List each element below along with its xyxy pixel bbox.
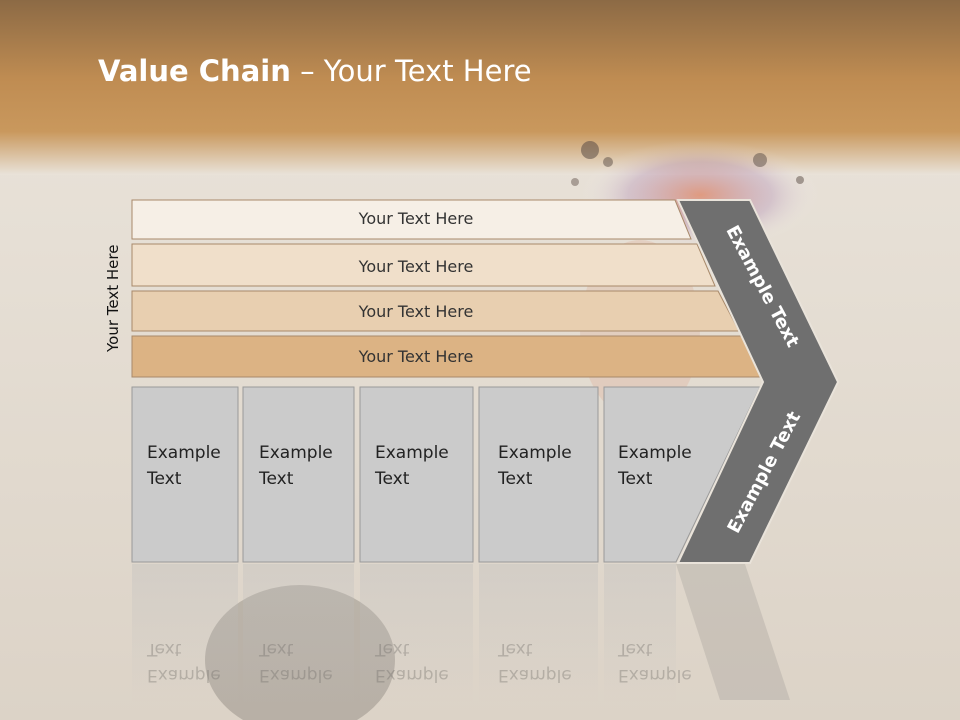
box-5 (603, 386, 761, 563)
title-bold: Value Chain (98, 54, 291, 88)
box-4 (478, 386, 599, 563)
box-4-line2: Text (498, 469, 533, 489)
box-4-line1: Example (498, 443, 572, 463)
chevron-arrow (676, 199, 840, 564)
bar-2 (131, 243, 716, 287)
box-2-line1: Example (259, 443, 333, 463)
box-3-text: Example Text (375, 440, 475, 492)
box-3-line2: Text (375, 469, 410, 489)
box-1-line1: Example (147, 443, 221, 463)
box-3 (359, 386, 474, 563)
box-4-text: Example Text (498, 440, 598, 492)
box-5-line2: Text (618, 469, 653, 489)
box-2 (242, 386, 355, 563)
box-2-text: Example Text (259, 440, 359, 492)
box-3-line1: Example (375, 443, 449, 463)
box-1 (131, 386, 239, 563)
box-1-line2: Text (147, 469, 182, 489)
box-5-text: Example Text (618, 440, 718, 492)
title-rest: – Your Text Here (290, 54, 532, 88)
bar-4-label: Your Text Here (358, 347, 474, 366)
box-1-text: Example Text (147, 440, 247, 492)
box-5-line1: Example (618, 443, 692, 463)
bar-1-label: Your Text Here (358, 209, 474, 228)
bar-1 (131, 199, 692, 240)
bar-2-label: Your Text Here (358, 257, 474, 276)
slide-title: Value Chain – Your Text Here (98, 54, 532, 88)
box-2-line2: Text (259, 469, 294, 489)
bar-3-label: Your Text Here (358, 302, 474, 321)
